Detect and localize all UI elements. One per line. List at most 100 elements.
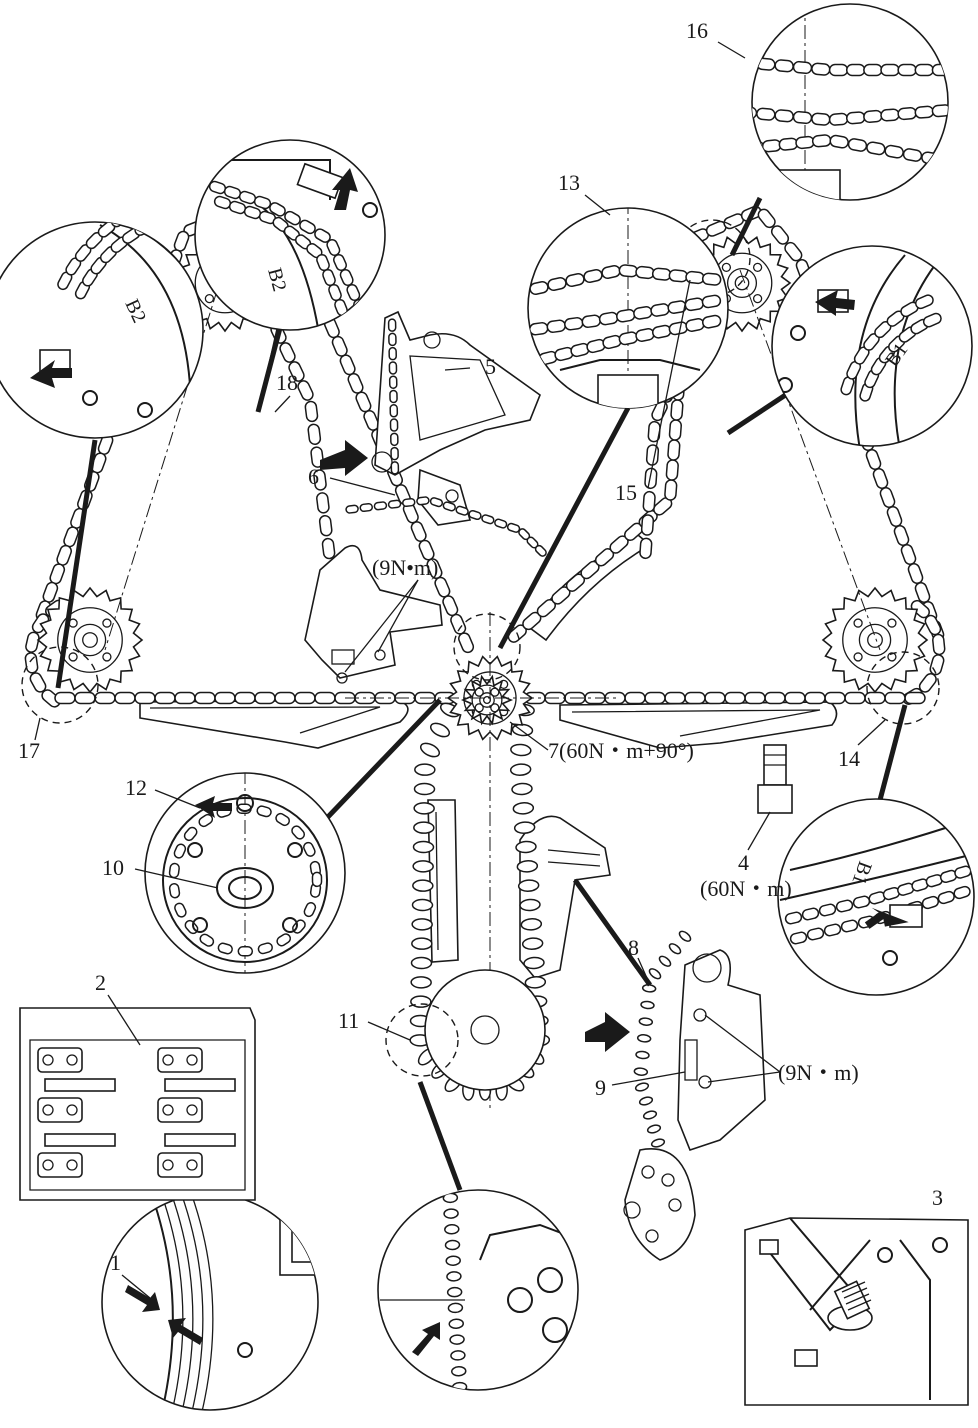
chain-link	[389, 389, 398, 404]
tensioner-detail	[623, 930, 766, 1261]
chain-link	[914, 63, 935, 77]
chain-link	[642, 490, 656, 513]
chain-adjuster-bolt	[757, 744, 793, 814]
label-14: 14	[838, 746, 860, 771]
chain-link	[581, 314, 601, 328]
chain-link	[444, 1239, 461, 1251]
chain-link	[307, 423, 322, 446]
chain-link	[442, 595, 459, 617]
crankshaft-inner-sprocket-teeth	[460, 674, 514, 726]
chain-link	[784, 241, 803, 262]
upper-right-chain-guide	[528, 534, 652, 642]
chain-link	[764, 691, 786, 705]
direction-arrows	[320, 440, 630, 1052]
chain-link	[49, 563, 66, 585]
right-exhaust-cam-sprocket-bolt	[887, 652, 897, 662]
chain-link	[198, 813, 214, 828]
chain-link	[668, 269, 689, 283]
chain-link	[355, 391, 372, 413]
camshaft-lobe	[44, 1133, 116, 1147]
left-exhaust-cam-sprocket-bore	[73, 623, 107, 657]
chain-link	[314, 228, 331, 243]
torque-upper-guide: (9N•m)	[372, 555, 438, 580]
camshaft-lobe	[164, 1133, 236, 1147]
chain-link	[443, 1208, 459, 1219]
chain-link	[291, 825, 306, 840]
chain-link	[390, 432, 399, 447]
chain-link	[373, 501, 388, 511]
chain-link	[29, 672, 47, 693]
chain-link	[668, 419, 682, 441]
chain-link	[413, 802, 435, 815]
chain-link	[445, 1255, 461, 1266]
chain-link	[114, 691, 136, 705]
chain-link	[729, 143, 748, 156]
label-1: 1	[110, 1250, 121, 1275]
chain-link	[388, 375, 398, 389]
chain-link	[646, 1124, 662, 1134]
chain-link	[446, 1286, 463, 1298]
chain-link	[217, 942, 233, 955]
chain-link	[411, 898, 434, 912]
chain-link	[303, 902, 317, 918]
chain-link	[410, 521, 427, 542]
chain-link	[828, 63, 849, 77]
chain-link	[648, 968, 662, 980]
chain-link	[624, 691, 646, 705]
chain-link	[331, 335, 348, 357]
chain-link	[635, 1050, 650, 1060]
upper-tensioner-arm	[345, 310, 547, 557]
chain-link	[275, 812, 291, 827]
chain-link	[922, 312, 942, 328]
chain-link	[173, 843, 187, 859]
chain-link	[704, 691, 726, 705]
chain-link	[318, 514, 333, 537]
chain-link	[214, 691, 236, 705]
chain-link	[110, 222, 129, 228]
cap-bolt	[162, 1104, 174, 1116]
chain-link	[450, 1350, 466, 1361]
label-7: 7(60N・m+90°)	[548, 738, 694, 763]
chain-link	[449, 1334, 465, 1345]
chain-tensioner-block	[519, 815, 611, 979]
chain-link	[804, 691, 826, 705]
chain-link	[900, 544, 917, 565]
chain-link	[638, 1017, 654, 1026]
label-15: 15	[615, 480, 637, 505]
chain-link	[701, 272, 722, 286]
chain-link	[134, 691, 156, 705]
chain-link	[789, 931, 808, 945]
chain-link	[924, 614, 942, 636]
left-exhaust-cam-sprocket	[36, 586, 144, 694]
chain-link	[636, 1034, 652, 1043]
chain-link	[237, 946, 254, 957]
chain-link	[413, 821, 435, 834]
chain-link	[897, 107, 917, 121]
left-exhaust-cam-sprocket-center	[82, 632, 98, 648]
chain-link	[311, 871, 323, 888]
chain-link	[94, 691, 116, 705]
right-intake-cam-sprocket-bolt	[721, 262, 732, 273]
chain-link	[953, 885, 971, 900]
chain-link	[56, 544, 72, 566]
chain-link	[442, 1192, 459, 1204]
chain-link	[257, 942, 273, 955]
chain-link	[645, 444, 660, 466]
chain-link	[634, 1082, 650, 1092]
chain-link	[639, 537, 653, 560]
chain-link	[872, 468, 889, 489]
chain-link	[640, 1000, 655, 1010]
chain-link	[840, 919, 859, 933]
left-exhaust-cam-sprocket-bolt	[102, 618, 112, 628]
detail-crank-alignment-13	[527, 207, 729, 409]
callout-labels: 1 2 3 4 5 6 7(60N・m+90°) 8 9 10 11 12 13…	[18, 18, 943, 1299]
chain-link	[444, 1224, 460, 1235]
chain-link	[451, 1365, 467, 1377]
cap-bolt	[42, 1054, 54, 1066]
chain-link	[429, 497, 444, 508]
detail-left-b2: B2	[0, 221, 204, 439]
label-10: 10	[102, 855, 124, 880]
chain-link	[321, 537, 336, 560]
chain-link	[897, 63, 917, 77]
detail-adjuster-3	[744, 1217, 969, 1406]
